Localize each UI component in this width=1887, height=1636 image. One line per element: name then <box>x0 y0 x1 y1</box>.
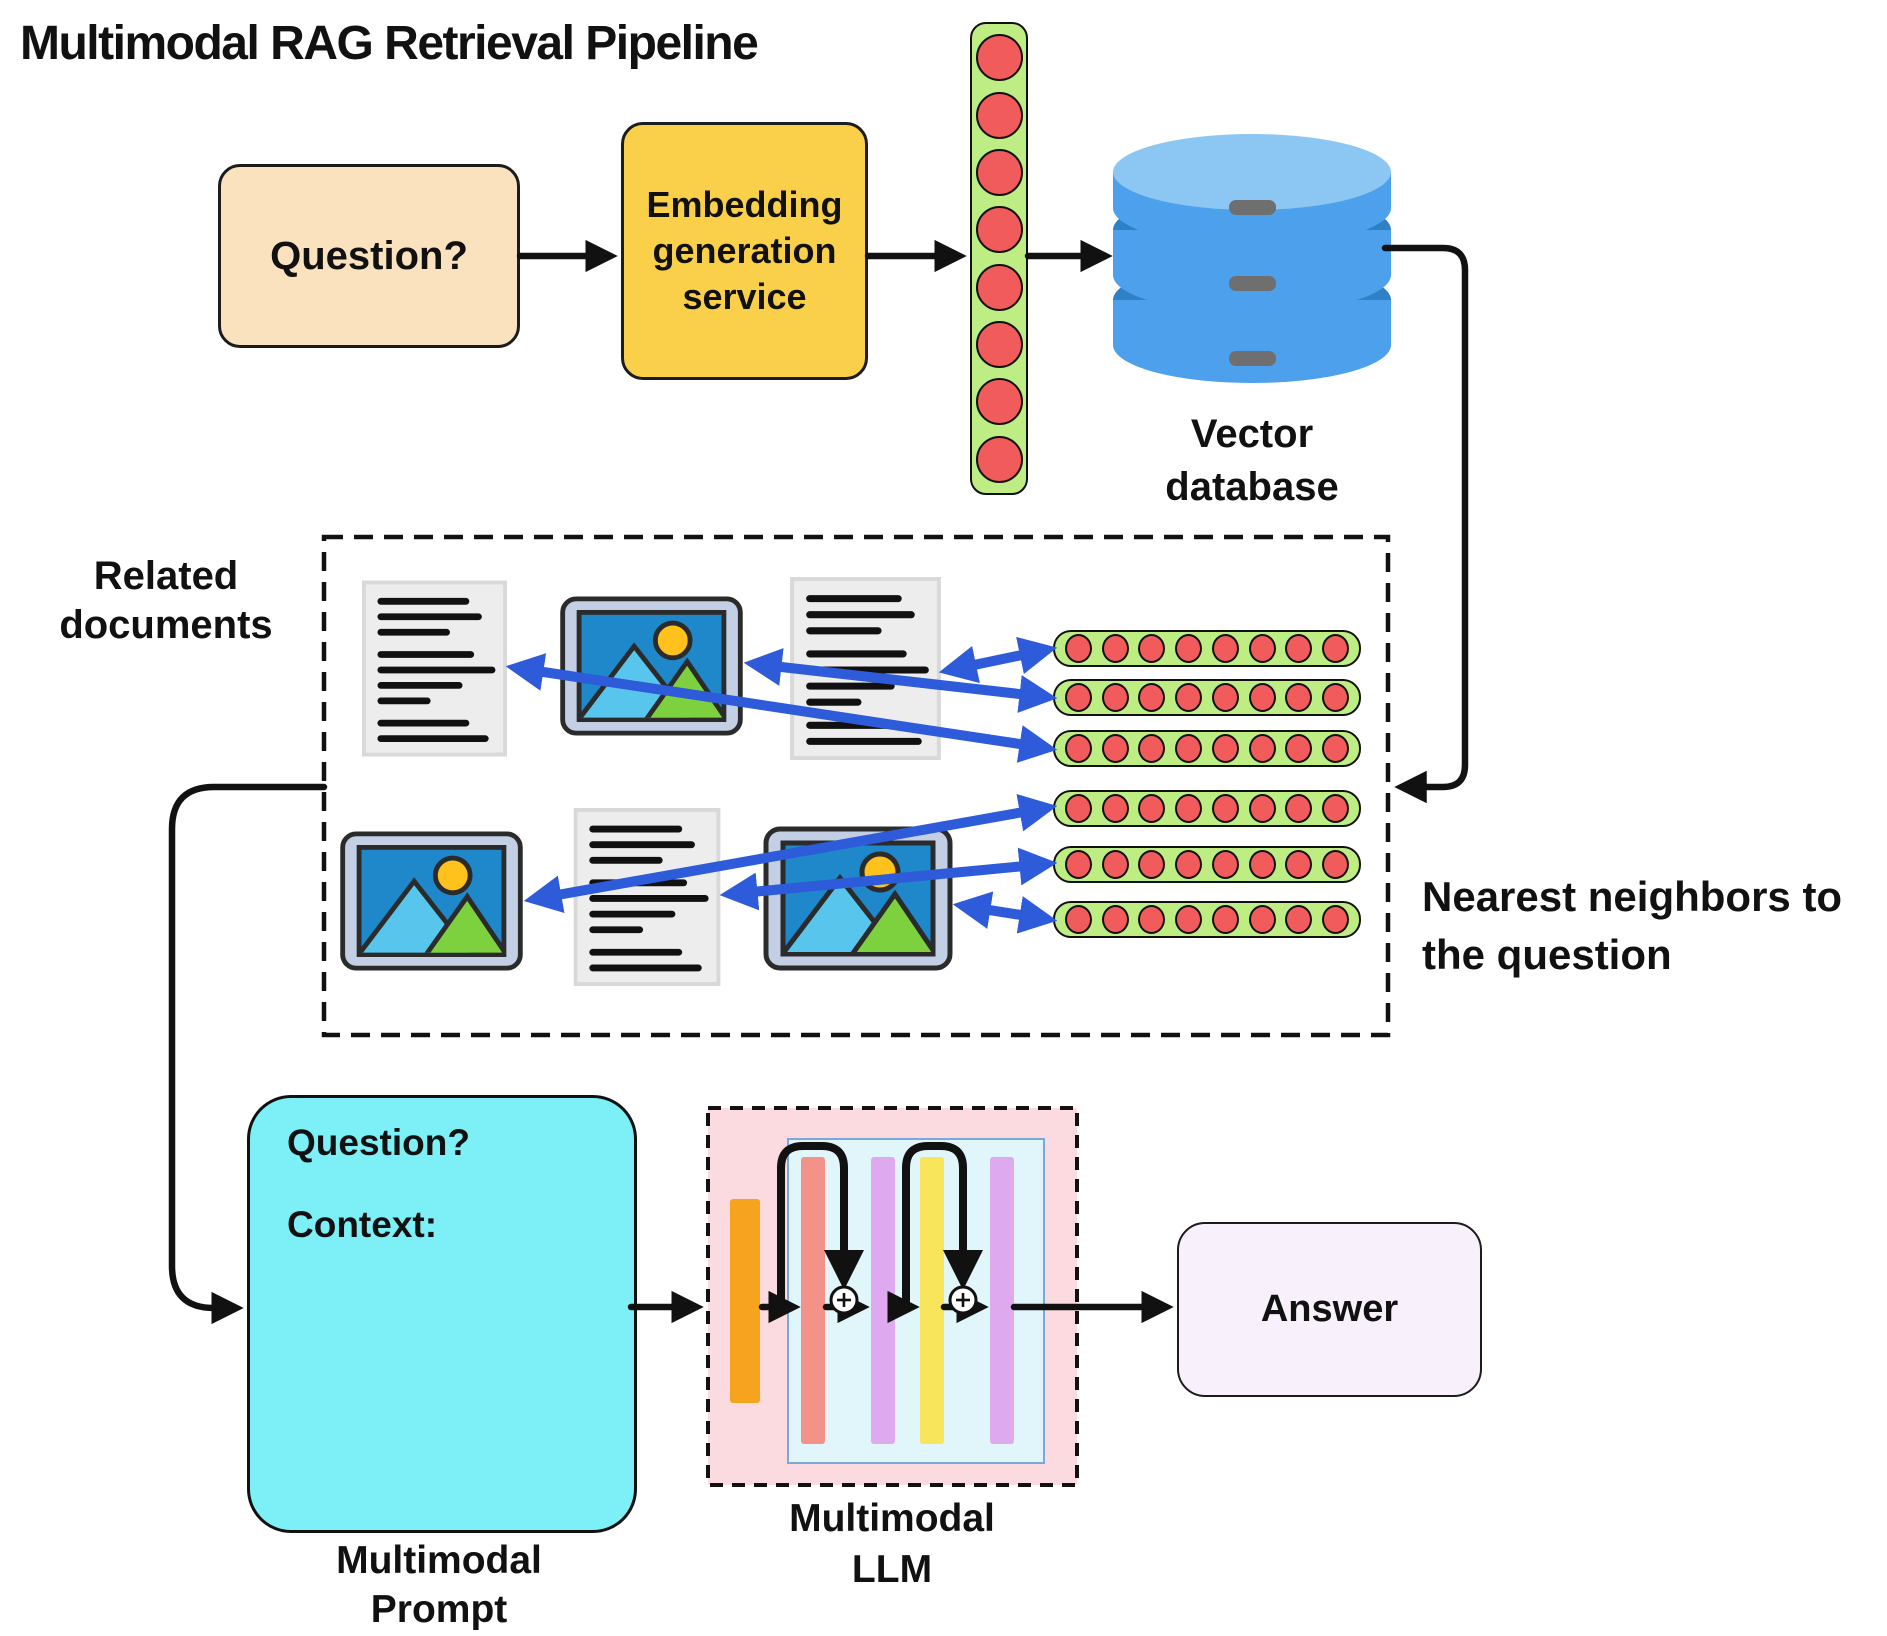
embedding-cell <box>1101 905 1129 934</box>
embedding-cell <box>1138 634 1166 663</box>
retrieval-dashed-box <box>321 534 1391 1038</box>
embedding-cell <box>1248 734 1276 763</box>
embedding-cell <box>1064 683 1092 712</box>
embedding-cell <box>1101 734 1129 763</box>
embedding-cell <box>1248 850 1276 879</box>
match-arrow-vector4 <box>523 793 1058 914</box>
embedding-cell <box>1138 683 1166 712</box>
llm-ffn-layer-bar <box>920 1157 944 1444</box>
embedding-cell <box>1138 905 1166 934</box>
embedding-service-label: Embedding generation service <box>646 183 843 318</box>
embedding-cell <box>1101 683 1129 712</box>
llm-attention-layer-bar <box>801 1157 825 1444</box>
embedding-cell <box>1248 634 1276 663</box>
embedding-cell <box>975 91 1023 139</box>
prompt-question-label: Question? <box>287 1122 470 1163</box>
match-arrow-vector6 <box>952 891 1058 934</box>
query-vector <box>970 22 1028 495</box>
embedding-cell <box>1211 794 1239 823</box>
answer-box: Answer <box>1177 1222 1482 1397</box>
document-icon <box>573 808 721 986</box>
embedding-cell <box>1322 634 1350 663</box>
embedding-cell <box>975 148 1023 196</box>
embedding-cell <box>1322 794 1350 823</box>
embedding-cell <box>1322 850 1350 879</box>
embedding-cell <box>1138 794 1166 823</box>
llm-output-layer-bar <box>990 1157 1014 1444</box>
embedding-cell <box>1064 850 1092 879</box>
image-icon <box>563 599 741 733</box>
result-vector-2 <box>1053 679 1361 716</box>
embedding-cell <box>1064 794 1092 823</box>
prompt-context-label: Context: <box>287 1204 438 1245</box>
embedding-cell <box>1322 905 1350 934</box>
embedding-cell <box>1064 734 1092 763</box>
embedding-cell <box>975 34 1023 82</box>
embedding-cell <box>1211 734 1239 763</box>
embedding-cell <box>1175 905 1203 934</box>
embedding-cell <box>1211 683 1239 712</box>
embedding-cell <box>1248 794 1276 823</box>
embedding-cell <box>1138 734 1166 763</box>
embedding-cell <box>1175 794 1203 823</box>
image-icon <box>343 834 521 968</box>
result-vector-4 <box>1053 790 1361 827</box>
related-documents-label: Related documents <box>59 554 273 647</box>
embedding-cell <box>1211 850 1239 879</box>
embedding-cell <box>1285 905 1313 934</box>
llm-hidden-layer-bar <box>871 1157 895 1444</box>
embedding-cell <box>975 378 1023 426</box>
embedding-cell <box>1175 683 1203 712</box>
page-title: Multimodal RAG Retrieval Pipeline <box>20 17 759 70</box>
result-vector-5 <box>1053 846 1361 883</box>
embedding-cell <box>1138 850 1166 879</box>
embedding-cell <box>1175 634 1203 663</box>
embedding-cell <box>1101 794 1129 823</box>
arrow-database-to-neighbors <box>1381 244 1469 804</box>
llm-input-layer-bar <box>730 1199 760 1403</box>
embedding-service-box: Embedding generation service <box>621 122 868 380</box>
multimodal-llm-caption: Multimodal LLM <box>789 1497 995 1591</box>
embedding-cell <box>975 263 1023 311</box>
embedding-cell <box>1175 734 1203 763</box>
embedding-cell <box>1285 634 1313 663</box>
embedding-cell <box>975 206 1023 254</box>
multimodal-prompt-caption: Multimodal Prompt <box>336 1539 542 1631</box>
vector-database-label: Vector database <box>1165 412 1339 509</box>
document-icon <box>362 580 507 757</box>
embedding-cell <box>1248 683 1276 712</box>
embedding-cell <box>1064 634 1092 663</box>
result-vector-3 <box>1053 730 1361 767</box>
question-box: Question? <box>218 164 520 348</box>
embedding-cell <box>1285 794 1313 823</box>
document-icon <box>792 579 939 758</box>
embedding-cell <box>1211 634 1239 663</box>
embedding-cell <box>1322 734 1350 763</box>
embedding-cell <box>975 435 1023 483</box>
match-arrow-vector3 <box>505 653 1058 763</box>
match-arrow-vector2 <box>743 648 1058 713</box>
match-arrow-vector1 <box>938 636 1058 684</box>
result-vector-1 <box>1053 630 1361 667</box>
image-icon <box>766 829 950 968</box>
embedding-cell <box>1248 905 1276 934</box>
embedding-cell <box>1175 850 1203 879</box>
embedding-cell <box>1101 850 1129 879</box>
question-label: Question? <box>270 233 468 278</box>
embedding-cell <box>1322 683 1350 712</box>
answer-label: Answer <box>1260 1288 1399 1330</box>
match-arrow-vector5 <box>719 847 1058 911</box>
embedding-cell <box>1101 634 1129 663</box>
result-vector-6 <box>1053 901 1361 938</box>
nearest-neighbors-label: Nearest neighbors to the question <box>1422 873 1843 978</box>
embedding-cell <box>975 320 1023 368</box>
embedding-cell <box>1211 905 1239 934</box>
embedding-cell <box>1285 683 1313 712</box>
vector-database-icon <box>1113 134 1391 383</box>
embedding-cell <box>1285 850 1313 879</box>
embedding-cell <box>1064 905 1092 934</box>
embedding-cell <box>1285 734 1313 763</box>
